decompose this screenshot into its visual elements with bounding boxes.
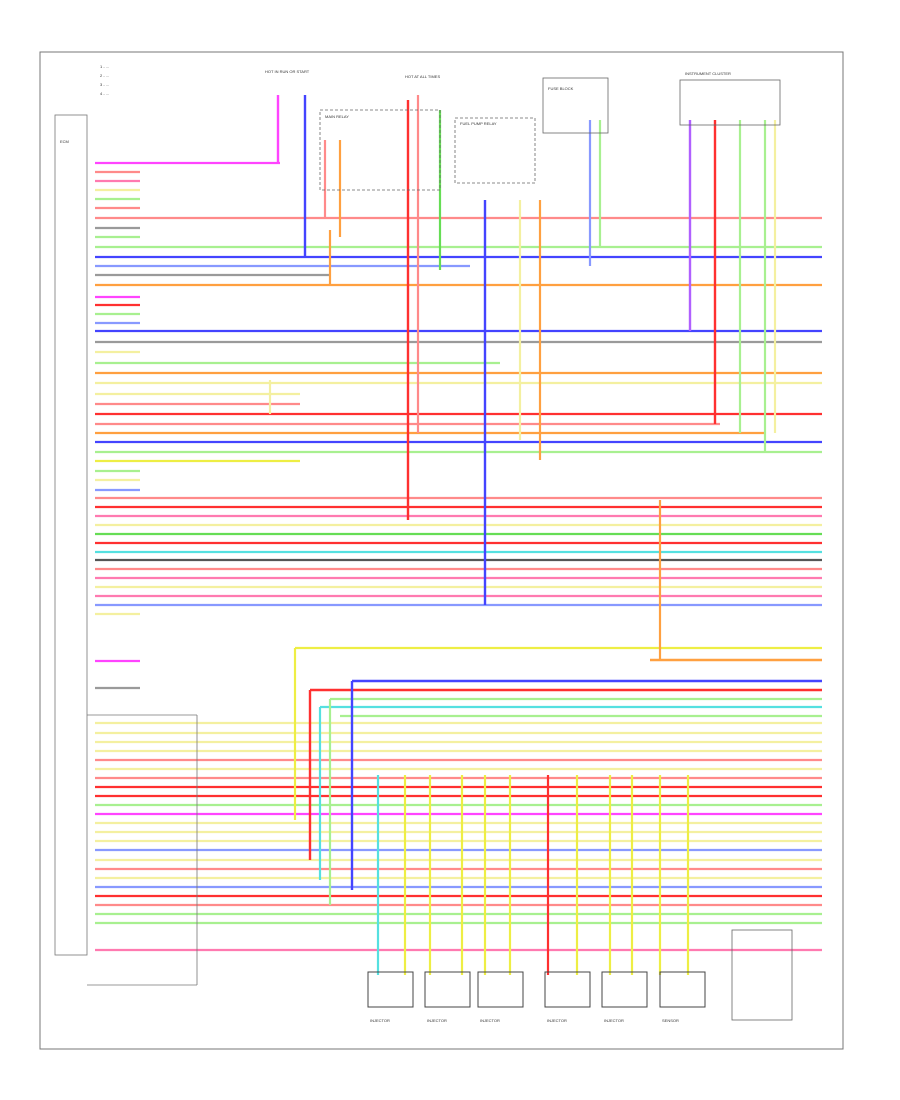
relay-label: FUEL PUMP RELAY: [460, 121, 497, 126]
injector-label: INJECTOR: [547, 1018, 567, 1023]
ecm-label: ECM: [60, 139, 69, 144]
main-relay: [319, 109, 441, 191]
injector-label: INJECTOR: [480, 1018, 500, 1023]
fuse-label: FUSE BLOCK: [548, 86, 574, 91]
fuse-block: [542, 77, 609, 134]
injector-6: [659, 971, 706, 1008]
note-line: 1 - ...: [100, 64, 109, 69]
fuel-pump-relay: [454, 117, 536, 184]
hot-label: HOT AT ALL TIMES: [405, 74, 440, 79]
note-line: 2 - ...: [100, 73, 109, 78]
sensor-box: [731, 929, 793, 1021]
diagram-border: [39, 51, 844, 1050]
injector-label: SENSOR: [662, 1018, 679, 1023]
note-line: 3 - ...: [100, 82, 109, 87]
cluster-label: INSTRUMENT CLUSTER: [685, 71, 731, 76]
injector-label: INJECTOR: [604, 1018, 624, 1023]
injector-label: INJECTOR: [427, 1018, 447, 1023]
hot-label: HOT IN RUN OR START: [265, 69, 310, 74]
injector-label: INJECTOR: [370, 1018, 390, 1023]
injector-2: [424, 971, 471, 1008]
relay-label: MAIN RELAY: [325, 114, 349, 119]
instrument-cluster: [679, 79, 781, 126]
ecm-connector: [54, 114, 88, 956]
injector-4: [544, 971, 591, 1008]
injector-1: [367, 971, 414, 1008]
note-line: 4 - ...: [100, 91, 109, 96]
injector-5: [601, 971, 648, 1008]
injector-3: [477, 971, 524, 1008]
